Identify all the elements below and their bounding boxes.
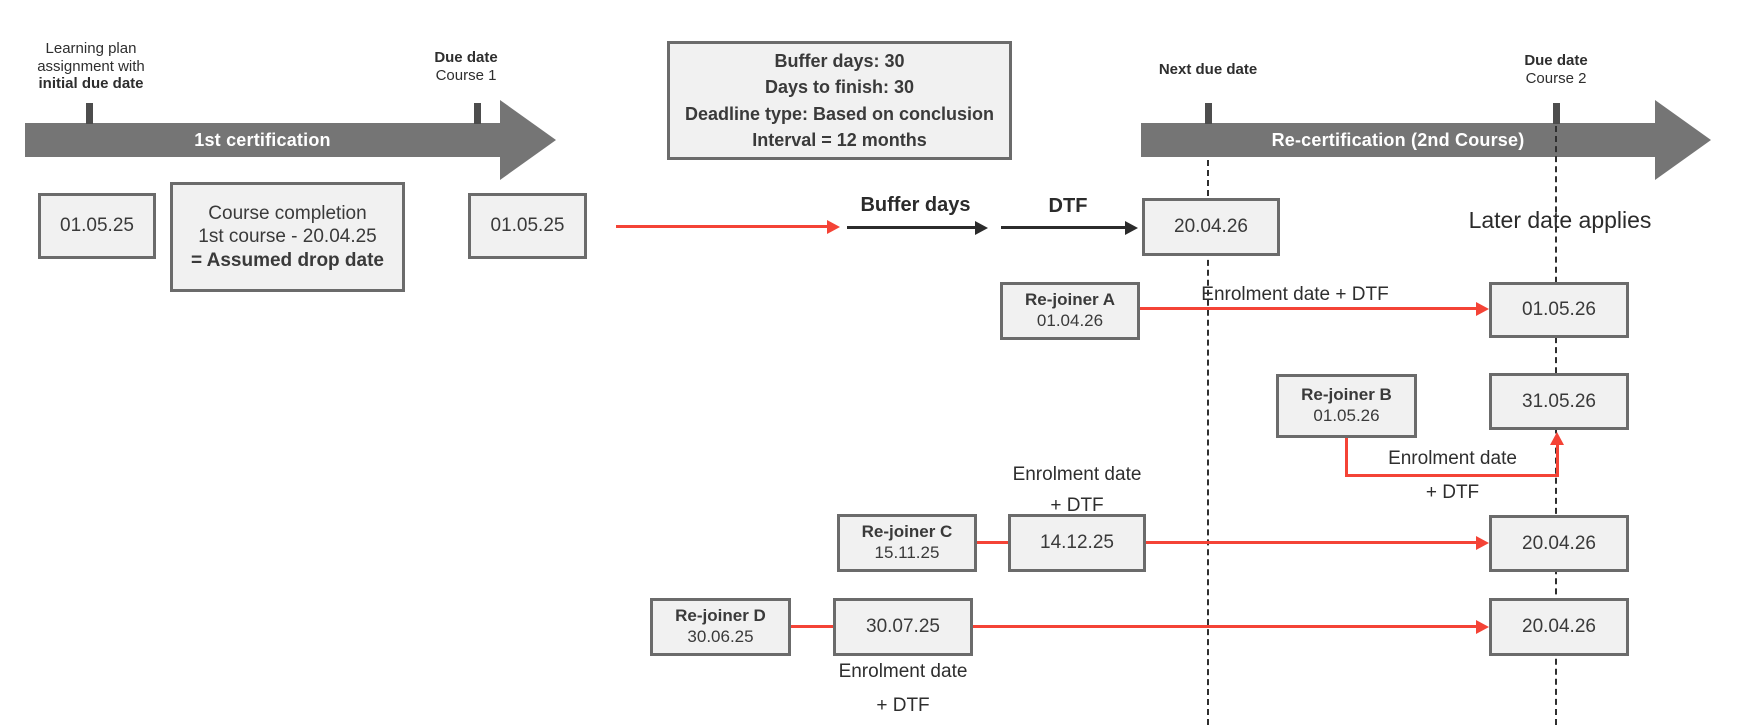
rejoiner-c-box: Re-joiner C 15.11.25 — [837, 514, 977, 572]
rejoiner-d-result-box: 20.04.26 — [1489, 598, 1629, 656]
next-due-date-box: 20.04.26 — [1142, 198, 1280, 256]
rejoiner-c-date: 15.11.25 — [874, 543, 940, 562]
dtf-arrowhead-icon — [1125, 221, 1138, 235]
course1-due-label-line1: Due date — [434, 49, 498, 66]
initial-due-date-value: 01.05.25 — [60, 215, 134, 237]
course2-due-label-line2: Course 2 — [1525, 69, 1587, 87]
rejoiner-d-name: Re-joiner D — [675, 606, 766, 626]
rejoiner-a-box: Re-joiner A 01.04.26 — [1000, 282, 1140, 340]
rejoiner-c-arrow-line — [1146, 541, 1476, 544]
rejoiner-b-box: Re-joiner B 01.05.26 — [1276, 374, 1417, 438]
buffer-days-arrow-line — [847, 226, 975, 229]
rejoiner-d-date: 30.06.25 — [687, 627, 754, 646]
rejoiner-d-result-value: 20.04.26 — [1522, 616, 1596, 638]
timeline2-next-due-tick — [1205, 103, 1212, 124]
rejoiner-a-result-value: 01.05.26 — [1522, 299, 1596, 321]
rejoiner-a-arrowhead-icon — [1476, 302, 1489, 316]
timeline2-due-tick — [1553, 103, 1560, 124]
dtf-arrow-line — [1001, 226, 1125, 229]
buffer-line4: Interval = 12 months — [752, 129, 927, 150]
rejoiner-d-path-label-line1: Enrolment date — [838, 661, 968, 682]
course1-due-date-value: 01.05.25 — [490, 215, 565, 237]
next-due-date-label: Next due date — [1158, 61, 1258, 78]
timeline1-arrowhead-icon — [500, 100, 556, 180]
timeline1-assignment-tick — [86, 103, 93, 124]
rejoiner-c-name: Re-joiner C — [861, 522, 953, 542]
buffer-line2: Days to finish: 30 — [764, 77, 915, 98]
rejoiner-b-elbow-up-line — [1556, 445, 1559, 476]
timeline2-bar-label: Re-certification (2nd Course) — [1271, 129, 1525, 150]
drop-date-red-arrow-line — [616, 225, 827, 228]
rejoiner-a-path-label: Enrolment date + DTF — [1201, 284, 1389, 305]
rejoiner-b-path-label-line2: + DTF — [1425, 482, 1480, 503]
rejoiner-a-name: Re-joiner A — [1024, 290, 1116, 310]
rejoiner-c-path-label-line2: + DTF — [1050, 495, 1104, 516]
buffer-line1: Buffer days: 30 — [774, 51, 905, 72]
completion-line1: Course completion — [208, 203, 367, 225]
buffer-line3: Deadline type: Based on conclusion — [684, 103, 995, 124]
rejoiner-a-arrow-line — [1140, 307, 1476, 310]
rejoiner-c-result-box: 20.04.26 — [1489, 515, 1629, 572]
rejoiner-d-connector-line — [791, 625, 833, 628]
course2-due-label-line1: Due date — [1524, 52, 1588, 69]
buffer-days-arrowhead-icon — [975, 221, 988, 235]
rejoiner-d-arrowhead-icon — [1476, 620, 1489, 634]
completion-line2: 1st course - 20.04.25 — [198, 226, 377, 248]
timeline1-bar-label: 1st certification — [194, 129, 331, 150]
rejoiner-c-mid-date-value: 14.12.25 — [1040, 532, 1114, 554]
assignment-label-line1: Learning plan — [45, 40, 137, 57]
rejoiner-a-result-box: 01.05.26 — [1489, 282, 1629, 338]
assignment-label-line2: assignment with — [37, 57, 145, 75]
learning-plan-assignment-label: Learning plan assignment with initial du… — [15, 40, 167, 93]
rejoiner-c-connector-line — [977, 541, 1008, 544]
rejoiner-d-arrow-line — [973, 625, 1476, 628]
timeline1-bar: 1st certification — [25, 123, 500, 157]
rejoiner-d-path-label-line2: + DTF — [876, 695, 930, 716]
rejoiner-b-path-label-line1: Enrolment date — [1388, 448, 1517, 469]
rejoiner-c-mid-date-box: 14.12.25 — [1008, 514, 1146, 572]
rejoiner-b-date: 01.05.26 — [1313, 406, 1380, 425]
rejoiner-b-result-box: 31.05.26 — [1489, 373, 1629, 430]
rejoiner-d-box: Re-joiner D 30.06.25 — [650, 598, 791, 656]
buffer-parameters-box: Buffer days: 30 Days to finish: 30 Deadl… — [667, 41, 1012, 160]
completion-line3: = Assumed drop date — [190, 249, 385, 271]
rejoiner-d-mid-date-value: 30.07.25 — [866, 616, 940, 638]
next-due-date-value: 20.04.26 — [1174, 216, 1248, 238]
timeline2-arrowhead-icon — [1655, 100, 1711, 180]
course1-due-label-line2: Course 1 — [435, 66, 497, 84]
timeline2-bar: Re-certification (2nd Course) — [1141, 123, 1655, 157]
initial-due-date-box: 01.05.25 — [38, 193, 156, 259]
rejoiner-a-date: 01.04.26 — [1036, 311, 1104, 330]
later-date-applies-note: Later date applies — [1468, 207, 1652, 233]
rejoiner-b-arrowhead-up-icon — [1550, 432, 1564, 445]
timeline1-due-tick — [474, 103, 481, 124]
dtf-label: DTF — [1048, 195, 1088, 217]
drop-date-red-arrowhead-icon — [827, 220, 840, 234]
course1-due-date-label: Due date Course 1 — [418, 49, 514, 84]
course2-due-date-label: Due date Course 2 — [1513, 52, 1599, 87]
rejoiner-b-elbow-down-line — [1345, 437, 1348, 477]
next-due-date-dashed-line — [1207, 160, 1209, 725]
rejoiner-b-result-value: 31.05.26 — [1522, 390, 1596, 412]
buffer-days-label: Buffer days — [860, 194, 971, 216]
assignment-label-line3: initial due date — [38, 75, 144, 93]
rejoiner-b-elbow-across-line — [1345, 474, 1559, 477]
rejoiner-d-mid-date-box: 30.07.25 — [833, 598, 973, 656]
course1-due-date-box: 01.05.25 — [468, 193, 587, 259]
course-completion-box: Course completion 1st course - 20.04.25 … — [170, 182, 405, 292]
rejoiner-c-arrowhead-icon — [1476, 536, 1489, 550]
rejoiner-b-name: Re-joiner B — [1301, 385, 1392, 405]
rejoiner-c-path-label-line1: Enrolment date — [1012, 464, 1142, 485]
rejoiner-c-result-value: 20.04.26 — [1522, 532, 1596, 554]
